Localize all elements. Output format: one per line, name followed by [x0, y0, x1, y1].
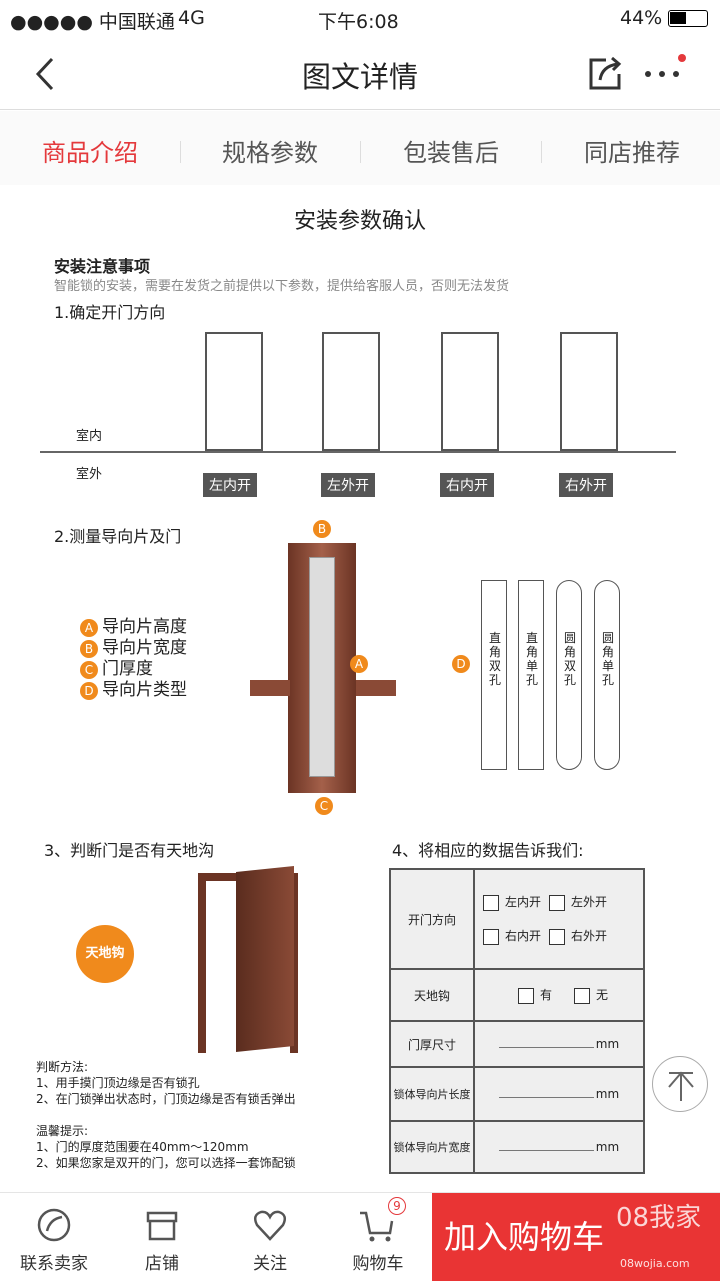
door-right-out [560, 332, 618, 451]
plate: 圆角双孔 [556, 580, 582, 770]
open-door-image [236, 865, 294, 1053]
contact-seller-button[interactable]: 联系卖家 [4, 1207, 104, 1274]
notice-heading: 安装注意事项 [54, 257, 151, 276]
cart-button[interactable]: 购物车 9 [328, 1197, 428, 1274]
watermark-logo: 08我家 [616, 1203, 702, 1233]
tab-bar: 商品介绍 规格参数 包装售后 同店推荐 [0, 111, 720, 185]
shop-icon [146, 1211, 178, 1241]
marker-b: B [313, 520, 331, 538]
direction-label: 左内开 [203, 473, 257, 497]
network: 4G [178, 7, 205, 29]
nav-bar: 图文详情 [0, 36, 720, 110]
bottom-bar: 联系卖家 店铺 关注 购物车 9 加入购物车 08我家 08wojia.com [0, 1192, 720, 1281]
page-title: 图文详情 [301, 60, 418, 94]
plate: 圆角单孔 [594, 580, 620, 770]
cart-count-badge: 9 [388, 1197, 406, 1215]
back-icon[interactable] [34, 56, 56, 92]
battery-icon [668, 10, 708, 27]
direction-label: 右外开 [559, 473, 613, 497]
floor-line [40, 451, 676, 453]
direction-label: 右内开 [440, 473, 494, 497]
marker-a: A [350, 655, 368, 673]
plate: 直角单孔 [518, 580, 544, 770]
status-bar: ●●●●● 中国联通 4G 下午6:08 44% [0, 0, 720, 36]
door-left-in [205, 332, 263, 451]
direction-label: 左外开 [321, 473, 375, 497]
watermark-url: 08wojia.com [620, 1257, 690, 1270]
marker-c: C [315, 797, 333, 815]
outdoor-label: 室外 [76, 467, 103, 482]
cart-icon [360, 1211, 394, 1242]
battery-percent: 44% [620, 7, 663, 29]
lock-image [288, 543, 356, 793]
more-icon[interactable] [642, 52, 688, 92]
product-detail-image: 安装参数确认 安装注意事项 智能锁的安装，需要在发货之前提供以下参数，提供给客服… [0, 185, 720, 1192]
handle-left [250, 680, 290, 696]
step2-heading: 2.测量导向片及门 [54, 527, 182, 546]
step3-heading: 3、判断门是否有天地沟 [44, 841, 215, 860]
chat-icon [37, 1208, 71, 1242]
handle-right [356, 680, 396, 696]
time: 下午6:08 [318, 11, 399, 33]
plate: 直角双孔 [481, 580, 507, 770]
share-icon[interactable] [586, 54, 626, 94]
tab-packaging[interactable]: 包装售后 [403, 139, 499, 167]
add-to-cart-button[interactable]: 加入购物车 [432, 1193, 720, 1281]
heart-icon [253, 1210, 287, 1241]
scroll-to-top-button[interactable] [652, 1056, 708, 1112]
tab-intro[interactable]: 商品介绍 [42, 139, 138, 167]
shop-button[interactable]: 店铺 [112, 1207, 212, 1274]
follow-button[interactable]: 关注 [220, 1207, 320, 1274]
tiandigou-badge: 天地钩 [76, 925, 134, 983]
section-title: 安装参数确认 [293, 209, 426, 234]
add-to-cart-label: 加入购物车 [444, 1218, 605, 1256]
tab-recommend[interactable]: 同店推荐 [584, 139, 680, 167]
marker-d: D [452, 655, 470, 673]
tab-specs[interactable]: 规格参数 [222, 139, 318, 167]
step4-heading: 4、将相应的数据告诉我们: [392, 841, 584, 860]
notice-text: 智能锁的安装，需要在发货之前提供以下参数，提供给客服人员，否则无法发货 [54, 279, 510, 294]
door-right-in [441, 332, 499, 451]
carrier: ●●●●● 中国联通 [10, 11, 175, 33]
indoor-label: 室内 [76, 429, 103, 444]
arrow-up-icon [668, 1071, 694, 1101]
door-left-out [322, 332, 380, 451]
step1-heading: 1.确定开门方向 [54, 303, 166, 322]
